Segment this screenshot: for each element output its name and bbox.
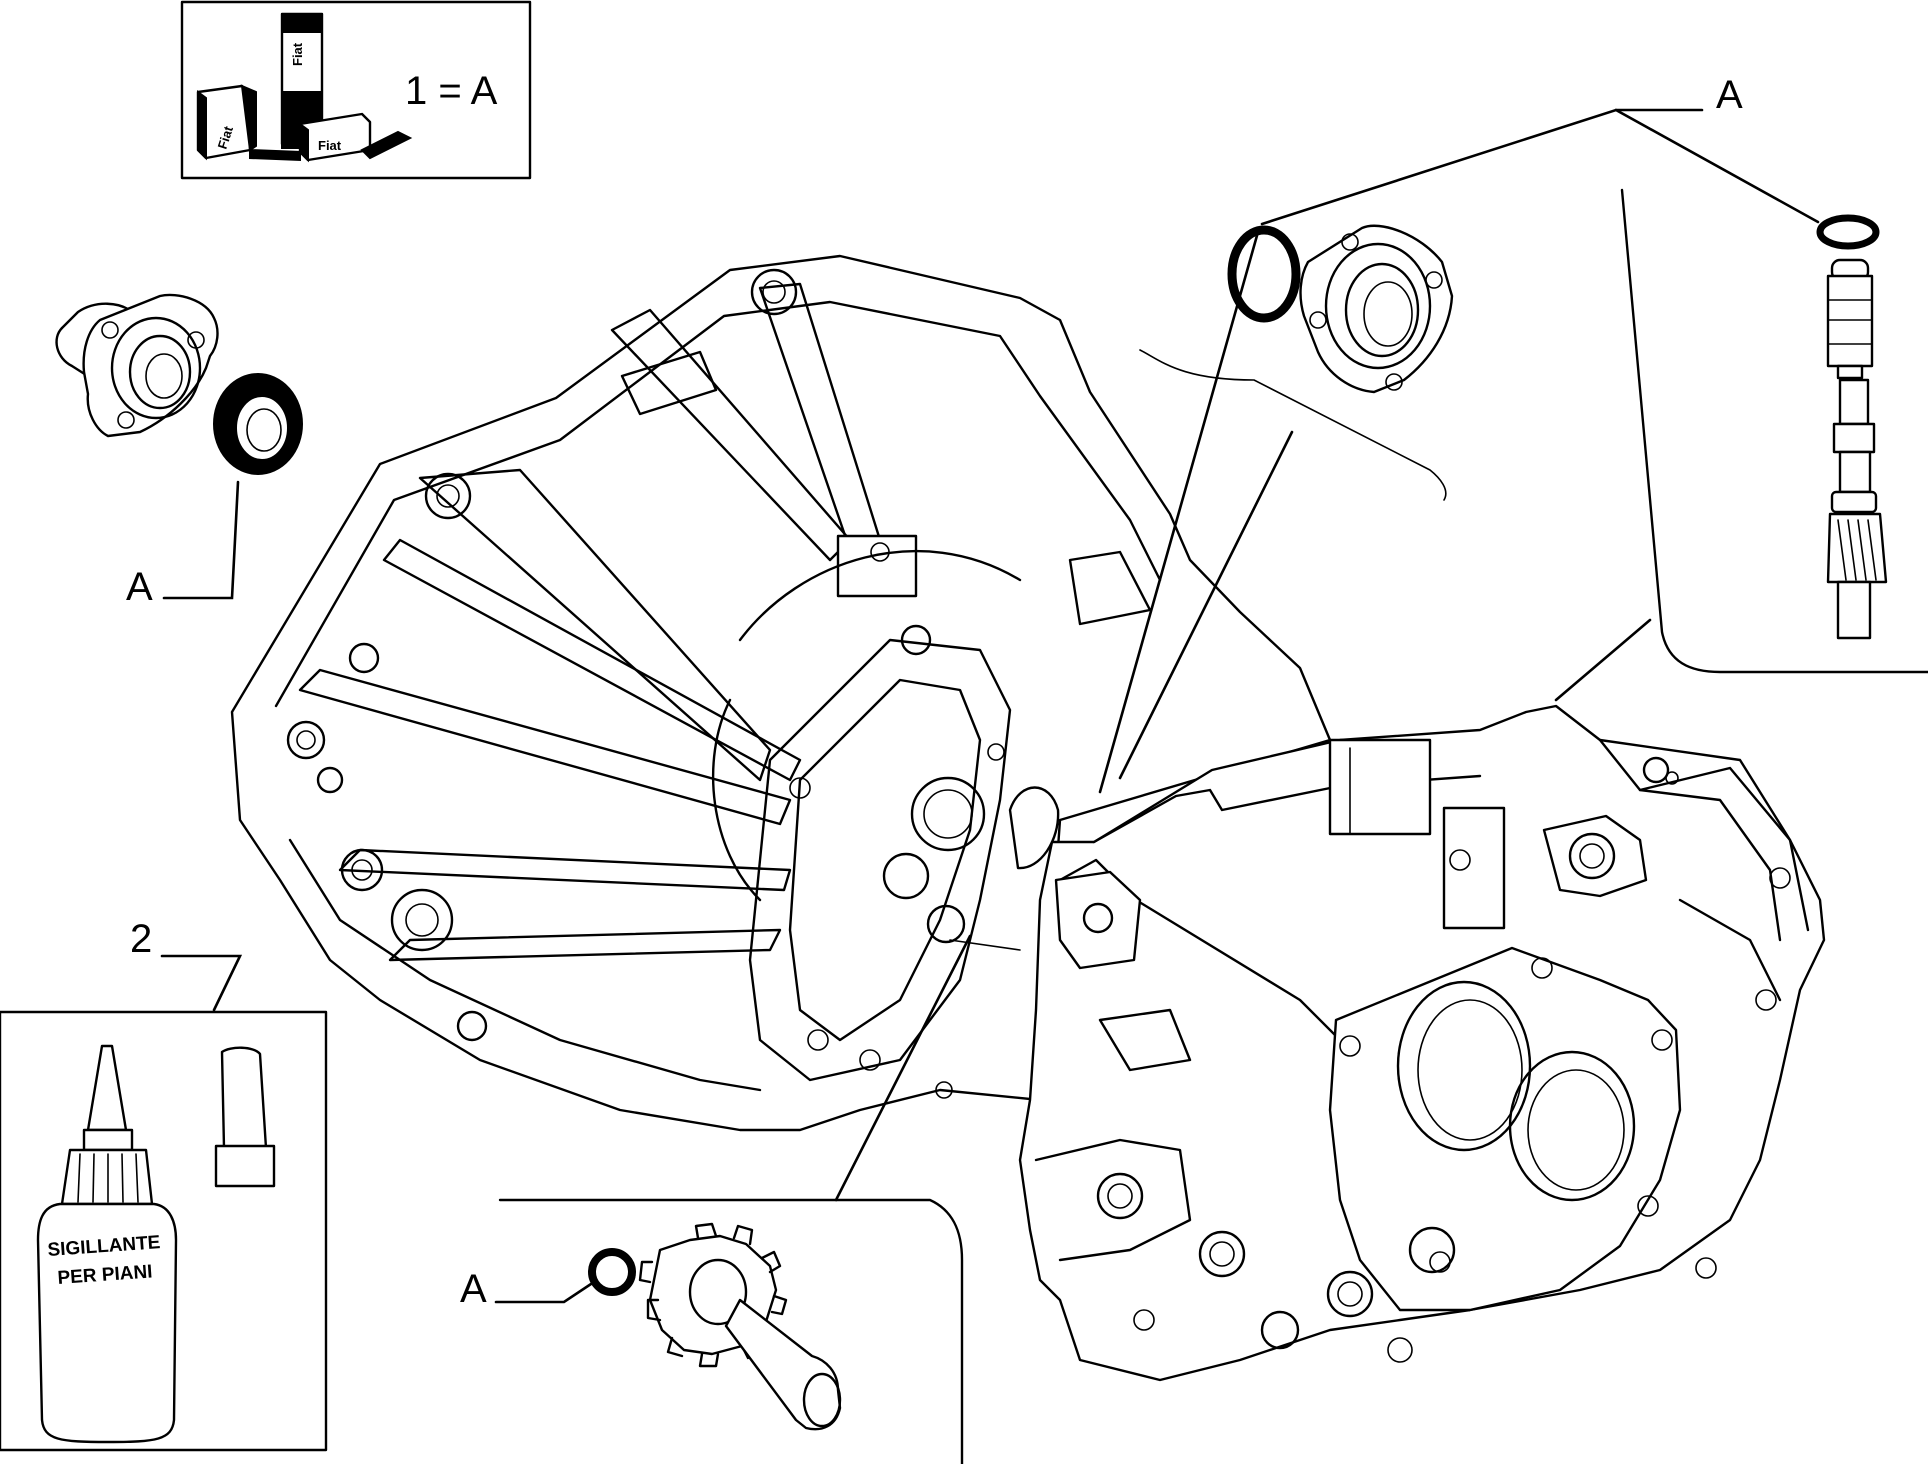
callout-a-top-right-label: A: [1716, 73, 1743, 117]
bottom-bracket-line: [498, 1198, 964, 1464]
callout-a-bottom-label: A: [460, 1267, 487, 1311]
brand-label-left-box: Fiat: [215, 124, 237, 151]
callout-a-bottom: A: [460, 1267, 596, 1311]
speedometer-drive-shaft: [1826, 258, 1888, 640]
callout-2-label: 2: [130, 917, 152, 961]
indicator-leaders: [834, 230, 1652, 1202]
callout-a-left: A: [126, 480, 240, 609]
sealant-bottle: SIGILLANTE PER PIANI: [36, 1044, 178, 1444]
speedometer-bracket-line: [1620, 188, 1928, 674]
callout-a-top-right: A: [1260, 73, 1820, 226]
sealant-kit-box: [0, 1010, 328, 1452]
legend-equation: 1 = A: [405, 69, 498, 113]
fiat-product-icon: Fiat Fiat Fiat: [196, 12, 413, 163]
left-oil-seal: [213, 373, 303, 475]
left-bearing-flange: [55, 293, 219, 438]
reverse-idler-gear-shaft: [638, 1222, 842, 1431]
sealant-cap: [214, 1046, 276, 1188]
legend-box: Fiat Fiat Fiat 1 = A: [180, 0, 532, 180]
large-o-ring: [1227, 225, 1301, 323]
gearbox-case: [1018, 704, 1826, 1382]
brand-label-tall-tube: Fiat: [290, 42, 305, 66]
brand-label-right-box: Fiat: [318, 138, 342, 153]
right-bearing-flange: [1299, 224, 1454, 394]
bottom-o-ring: [588, 1248, 636, 1296]
callout-2: 2: [130, 917, 243, 1012]
small-o-ring: [1816, 214, 1880, 250]
callout-a-left-label: A: [126, 565, 153, 609]
